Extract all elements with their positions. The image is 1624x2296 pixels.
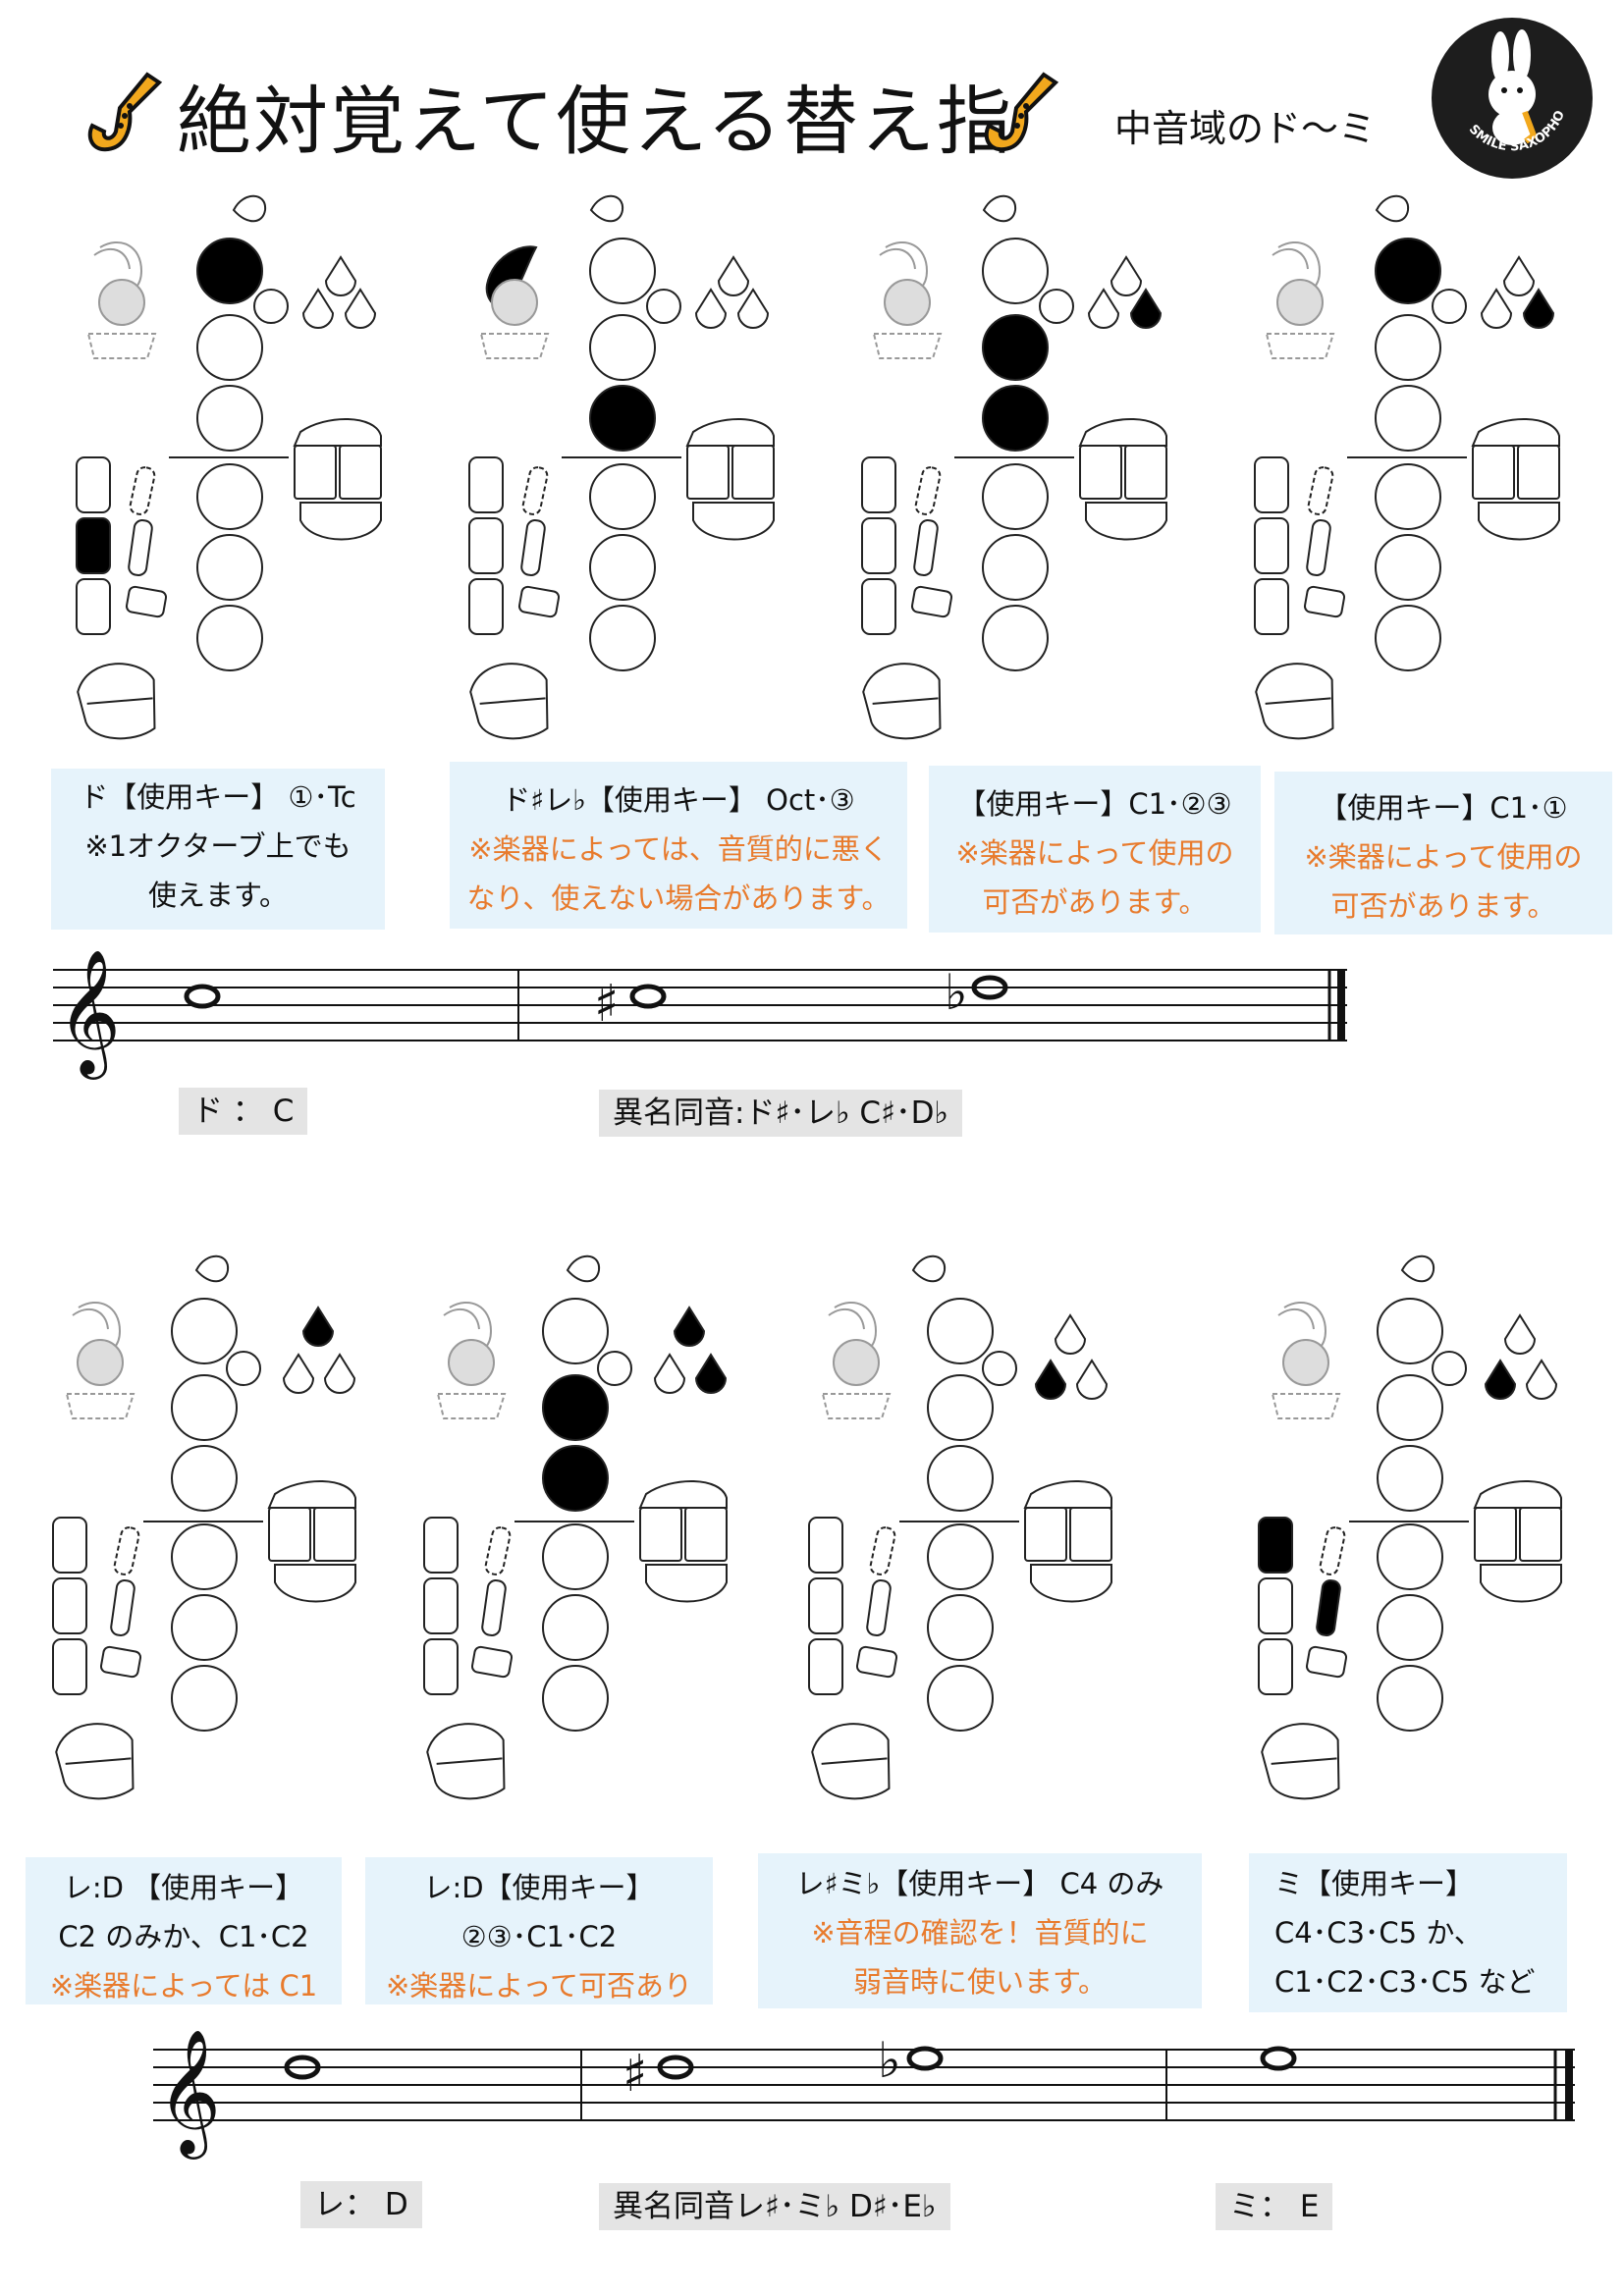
note-d [284, 2055, 321, 2080]
flat-icon: ♭ [945, 964, 968, 1021]
note-dflat [971, 975, 1008, 1000]
page-subtitle: 中音域のド〜ミ [1114, 107, 1377, 150]
brand-logo: SMILE SAXOPHONE [1427, 7, 1593, 179]
fingering-chart-e [1245, 1247, 1589, 1816]
note-label-d: レ： D [300, 2181, 422, 2228]
card-line: 使えます。 [147, 879, 289, 912]
note-csharp [629, 984, 667, 1009]
card-line: ②③･C1･C2 [460, 1920, 618, 1953]
treble-clef-icon: 𝄞 [157, 2028, 221, 2160]
card-note: なり、使えない場合があります。 [466, 881, 891, 915]
info-card-2: ド♯レ♭【使用キー】 Oct･③ ※楽器によっては、音質的に悪く なり、使えない… [450, 762, 907, 929]
card-note: ※楽器によって使用の [955, 836, 1234, 870]
info-card-6: レ:D【使用キー】 ②③･C1･C2 ※楽器によって可否あり [365, 1857, 713, 2004]
card-line: C4･C3･C5 か、 [1274, 1916, 1483, 1949]
card-note: ※楽器によって可否あり [386, 1969, 692, 2002]
card-note: 可否があります。 [982, 885, 1208, 919]
fingering-chart-d-2 [410, 1247, 754, 1816]
card-line: レ♯ミ♭【使用キー】 C4 のみ [795, 1867, 1164, 1900]
card-line: ※1オクターブ上でも [84, 829, 352, 863]
card-line: ド【使用キー】 ①･Tc [80, 780, 356, 814]
treble-clef-icon: 𝄞 [57, 948, 121, 1080]
sharp-icon: ♯ [594, 975, 619, 1034]
fingering-chart-csharp-2 [846, 187, 1190, 756]
info-card-7: レ♯ミ♭【使用キー】 C4 のみ ※音程の確認を！音質的に 弱音時に使います。 [758, 1853, 1202, 2008]
music-staff-1: 𝄞 ♯ ♭ [53, 948, 1347, 1080]
note-label-csharp: 異名同音:ド♯･レ♭ C♯･D♭ [599, 1090, 963, 1137]
page-title: 絶対覚えて使える替え指 [177, 78, 1013, 165]
music-staff-2: 𝄞 ♯ ♭ [153, 2028, 1575, 2160]
card-note: ※楽器によって使用の [1304, 840, 1583, 874]
note-eflat [906, 2046, 944, 2071]
note-dsharp [657, 2055, 694, 2080]
saxophone-icon-left [87, 72, 163, 152]
card-note: ※楽器によっては C1 [49, 1969, 318, 2002]
card-line: C2 のみか、C1･C2 [58, 1920, 309, 1953]
fingering-chart-d-1 [39, 1247, 383, 1816]
sharp-icon: ♯ [623, 2045, 647, 2104]
info-card-3: 【使用キー】C1･②③ ※楽器によって使用の 可否があります。 [929, 766, 1261, 933]
card-line: レ:D 【使用キー】 [63, 1871, 304, 1904]
fingering-chart-c-1 [61, 187, 405, 756]
card-line: C1･C2･C3･C5 など [1274, 1965, 1536, 1999]
card-line: ド♯レ♭【使用キー】 Oct･③ [502, 783, 855, 817]
card-note: 可否があります。 [1330, 889, 1556, 923]
card-note: 弱音時に使います。 [852, 1965, 1108, 1999]
fingering-chart-dsharp [795, 1247, 1139, 1816]
saxophone-icon-right [984, 72, 1059, 152]
fingering-chart-csharp-1 [454, 187, 797, 756]
note-label-e: ミ： E [1216, 2183, 1333, 2230]
note-label-c: ド ： C [179, 1088, 308, 1135]
card-line: 【使用キー】C1･① [1319, 791, 1568, 825]
info-card-5: レ:D 【使用キー】 C2 のみか、C1･C2 ※楽器によっては C1 [26, 1857, 342, 2004]
info-card-1: ド【使用キー】 ①･Tc ※1オクターブ上でも 使えます。 [51, 769, 385, 930]
card-note: ※音程の確認を！音質的に [811, 1916, 1149, 1949]
card-line: ミ【使用キー】 [1274, 1867, 1475, 1900]
note-label-dsharp: 異名同音レ♯･ミ♭ D♯･E♭ [599, 2183, 950, 2230]
card-line: 【使用キー】C1･②③ [957, 787, 1232, 821]
rabbit-icon: SMILE SAXOPHONE [1427, 7, 1568, 154]
info-card-4: 【使用キー】C1･① ※楽器によって使用の 可否があります。 [1274, 772, 1612, 934]
flat-icon: ♭ [878, 2032, 901, 2089]
card-line: レ:D【使用キー】 [423, 1871, 655, 1904]
card-note: ※楽器によっては、音質的に悪く [468, 832, 889, 866]
info-card-8: ミ【使用キー】 C4･C3･C5 か、 C1･C2･C3･C5 など [1249, 1853, 1567, 2012]
note-c [184, 984, 221, 1009]
note-e [1260, 2046, 1297, 2071]
fingering-chart-c-2 [1239, 187, 1583, 756]
